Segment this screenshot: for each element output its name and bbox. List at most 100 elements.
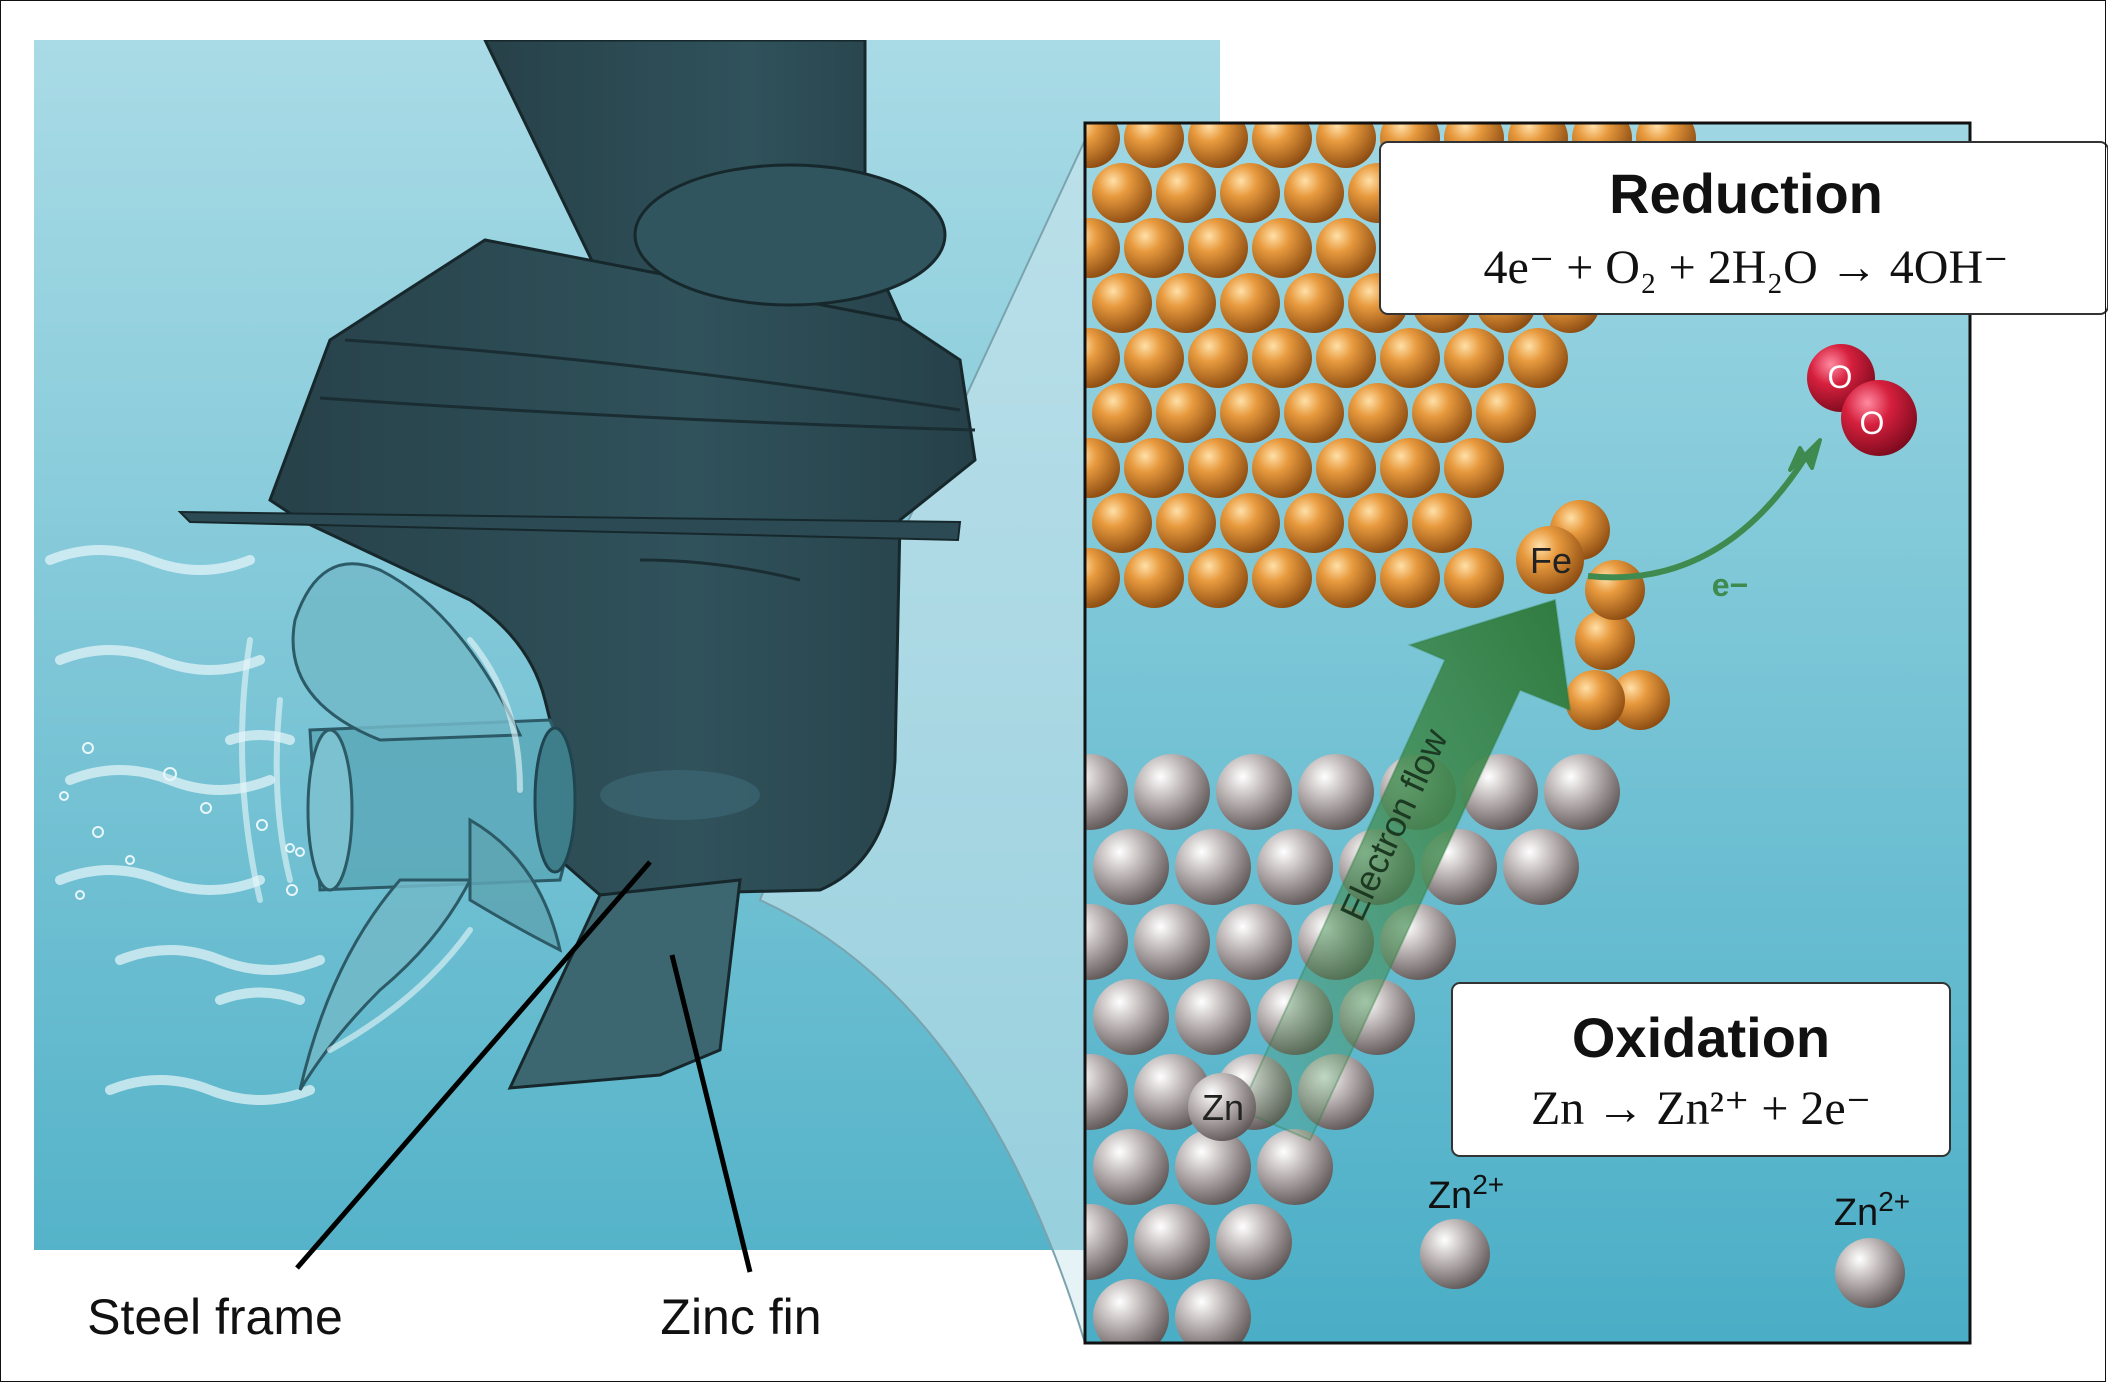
iron-atom (1316, 438, 1376, 498)
iron-atom (1124, 123, 1184, 168)
water-waves (45, 545, 325, 1105)
steel-frame-pointer (295, 860, 652, 1270)
detail-panel-border (1083, 121, 1972, 1345)
motor-cap (633, 163, 947, 307)
iron-atom (1156, 163, 1216, 223)
iron-atom (1252, 328, 1312, 388)
zinc-atom (1134, 754, 1210, 830)
iron-atom (1380, 548, 1440, 608)
iron-atom (1188, 218, 1248, 278)
iron-atom (1575, 610, 1635, 670)
iron-atom (1085, 548, 1120, 608)
iron-atom (1380, 328, 1440, 388)
iron-atom (1092, 273, 1152, 333)
zinc-atom (1085, 754, 1128, 830)
iron-atom (1316, 123, 1376, 168)
iron-atom (1085, 328, 1120, 388)
iron-atom (1092, 383, 1152, 443)
oxygen-atom-2 (1841, 380, 1917, 456)
zinc-fin-pointer (669, 954, 753, 1273)
electron-transfer-arrow (1587, 456, 1808, 581)
electron-transfer-arrowhead (1788, 438, 1822, 472)
iron-atom (1124, 548, 1184, 608)
zinc-atom (1093, 1129, 1169, 1205)
zinc-atom (1085, 904, 1128, 980)
iron-atom (1092, 163, 1152, 223)
zn-ion-atom-2 (1835, 1238, 1905, 1308)
zinc-atom (1093, 829, 1169, 905)
zinc-atom (1093, 979, 1169, 1055)
iron-atom (1284, 493, 1344, 553)
iron-atom (1444, 438, 1504, 498)
propeller-blade-right (468, 817, 563, 953)
electron-label: e− (1712, 567, 1748, 603)
oxygen-label-1: O (1828, 359, 1853, 395)
iron-atom (1316, 328, 1376, 388)
zinc-atom (1257, 1129, 1333, 1205)
zinc-atom (1216, 754, 1292, 830)
zn-ion-atom-1 (1420, 1219, 1490, 1289)
zinc-atom (1134, 904, 1210, 980)
iron-atom (1252, 548, 1312, 608)
iron-atom (1610, 670, 1670, 730)
zinc-atom (1216, 1204, 1292, 1280)
zinc-atom (1175, 829, 1251, 905)
oxidation-title: Oxidation (1572, 1006, 1830, 1069)
iron-atom (1476, 383, 1536, 443)
oxidation-equation: Zn → Zn²⁺ + 2e⁻ (1531, 1082, 1871, 1135)
iron-atom (1092, 493, 1152, 553)
zinc-fin (507, 878, 742, 1090)
zinc-atom (1085, 1204, 1128, 1280)
zn-atom (1188, 1073, 1256, 1141)
iron-atom (1348, 383, 1408, 443)
reduction-equation: 4e⁻ + O₂ + 2H₂O → 4OH⁻ (1484, 241, 2009, 294)
motor-fin-lower (177, 510, 962, 542)
fe-atom (1516, 526, 1584, 594)
reduction-title: Reduction (1609, 162, 1883, 225)
iron-atom (1085, 438, 1120, 498)
iron-atom (1412, 493, 1472, 553)
zinc-atom (1216, 904, 1292, 980)
outboard-motor (177, 40, 977, 1091)
iron-atom (1284, 163, 1344, 223)
iron-atom (1188, 123, 1248, 168)
zinc-atom (1298, 754, 1374, 830)
iron-atom (1220, 493, 1280, 553)
zn-label: Zn (1202, 1087, 1244, 1128)
iron-atom (1156, 383, 1216, 443)
iron-atom (1284, 273, 1344, 333)
iron-atom (1124, 218, 1184, 278)
zinc-atom (1503, 829, 1579, 905)
iron-atom (1252, 123, 1312, 168)
iron-atom (1124, 328, 1184, 388)
zinc-atom (1175, 979, 1251, 1055)
motor-housing (268, 238, 977, 897)
iron-atom (1085, 123, 1120, 168)
iron-atom (1252, 438, 1312, 498)
iron-atom (1284, 383, 1344, 443)
iron-atom (1188, 438, 1248, 498)
zinc-atom (1085, 1054, 1128, 1130)
iron-atom (1124, 438, 1184, 498)
zinc-atom (1134, 1204, 1210, 1280)
iron-atom (1565, 670, 1625, 730)
iron-atom (1085, 218, 1120, 278)
zoom-funnel (758, 139, 1086, 1344)
steel-frame-label: Steel frame (87, 1289, 343, 1345)
reduction-box (1379, 141, 2108, 315)
iron-atom (1380, 438, 1440, 498)
iron-atom (1220, 163, 1280, 223)
iron-atom (1508, 328, 1568, 388)
oxidation-box (1451, 982, 1951, 1157)
iron-atom (1220, 273, 1280, 333)
iron-atom (1316, 218, 1376, 278)
zinc-atom (1544, 754, 1620, 830)
fe-label: Fe (1530, 540, 1572, 581)
iron-atom (1252, 218, 1312, 278)
iron-atom (1348, 493, 1408, 553)
iron-atom (1156, 493, 1216, 553)
zinc-fin-label: Zinc fin (660, 1289, 821, 1345)
iron-atom (1412, 383, 1472, 443)
